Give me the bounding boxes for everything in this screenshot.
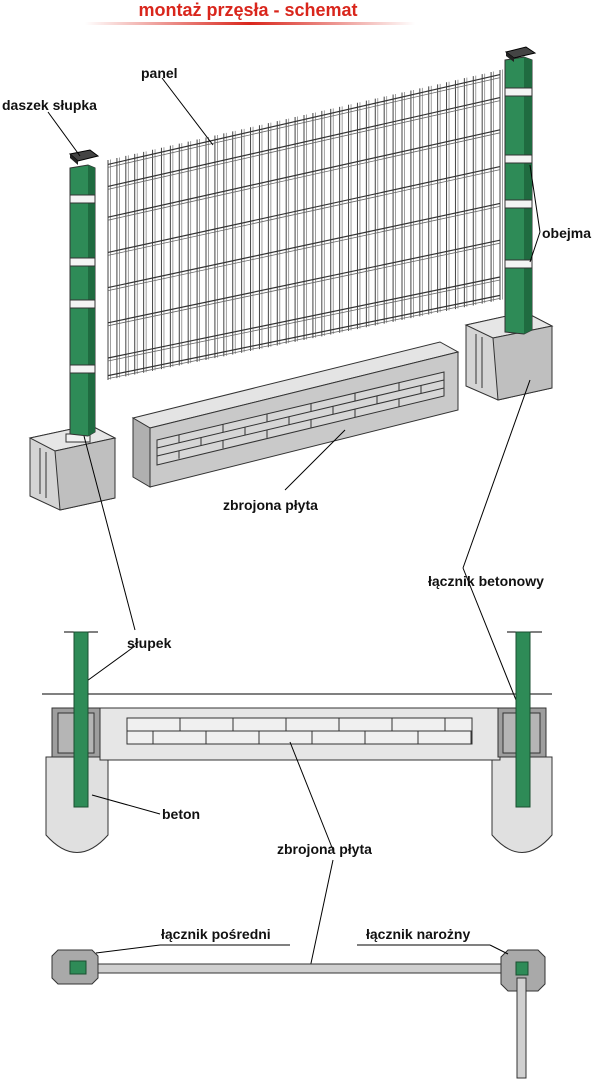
mesh-horizontal-wire-shade (107, 169, 501, 256)
board-front-leader-line (289, 741, 334, 851)
post-leader-line (83, 435, 136, 631)
left-post-clamp (69, 194, 96, 204)
mesh-horizontal-wire (107, 276, 501, 359)
connector-leader-line (462, 379, 531, 569)
right-post (504, 56, 533, 335)
mesh-horizontal-wire-shade (107, 279, 501, 362)
left-post-front (73, 631, 89, 808)
mesh-horizontal-wire-shade (107, 132, 501, 221)
left-post (69, 164, 96, 437)
label-post-cap: daszek słupka (2, 97, 97, 113)
mesh-horizontal-wire (107, 166, 501, 253)
front-view (42, 631, 553, 853)
clamp-leader-line (529, 164, 541, 233)
label-reinforced-board-front: zbrojona płyta (277, 841, 372, 857)
reinforced-board-3d (131, 341, 460, 488)
mesh-horizontal-wire-shade (107, 100, 501, 190)
right-post-cap-side (506, 52, 514, 62)
board-top-view-perpendicular (516, 977, 527, 1079)
right-post-clamp (504, 154, 533, 164)
label-panel: panel (141, 65, 178, 81)
mesh-horizontal-wire (107, 202, 501, 289)
left-concrete-base (28, 424, 117, 511)
left-post-clamp (69, 364, 96, 374)
board-brick-pattern-3d (156, 379, 445, 459)
cap-leader-line (47, 111, 81, 157)
board-leader-line (284, 429, 346, 491)
mesh-horizontal-wire-shade (107, 77, 501, 168)
label-corner-connector: łącznik narożny (366, 926, 470, 942)
label-concrete-connector: łącznik betonowy (428, 573, 544, 589)
right-post-clamp (504, 199, 533, 209)
board-top-view (89, 963, 516, 974)
label-clamp: obejma (542, 225, 591, 241)
left-post-cap-side (70, 154, 78, 165)
intermediate-post-section (69, 960, 87, 975)
brick-row-line (156, 387, 445, 457)
concrete-leader-line (91, 794, 161, 815)
right-post-clamp (504, 87, 533, 97)
mesh-horizontal-wire (107, 129, 501, 218)
label-concrete: beton (162, 806, 200, 822)
board-top-view-leader-line (309, 859, 334, 969)
left-post-clamp (69, 257, 96, 267)
panel-leader-line (161, 77, 214, 146)
label-intermediate-connector: łącznik pośredni (161, 926, 271, 942)
right-concrete-base (464, 311, 554, 401)
post-leader-line-2 (79, 645, 136, 687)
right-post-cap (504, 46, 537, 59)
board-brick-pattern-front (127, 718, 472, 744)
brick-row-line (156, 379, 445, 449)
mesh-horizontal-wire-shade (107, 206, 501, 291)
mesh-horizontal-wire (107, 74, 501, 165)
corner-post-section (515, 961, 529, 976)
clamp-leader-line-2 (529, 231, 541, 263)
label-post: słupek (127, 635, 172, 651)
right-post-front (515, 631, 531, 808)
diagram-title: montaż przęsła - schemat (138, 0, 357, 20)
left-post-clamp (69, 299, 96, 309)
mesh-horizontal-wire (107, 97, 501, 187)
mesh-horizontal-wire-shade (107, 298, 501, 379)
label-reinforced-board: zbrojona płyta (223, 497, 318, 513)
corner-leader-line (489, 944, 509, 955)
title-underline (85, 22, 415, 25)
mesh-horizontal-wire (107, 294, 501, 377)
mesh-horizontal-wire-shade (107, 242, 501, 327)
right-post-clamp (504, 259, 533, 269)
fence-panel-mesh (107, 69, 503, 380)
intermediate-leader-line (95, 944, 161, 954)
mesh-horizontal-wire (107, 239, 501, 324)
connector-leader-line-2 (462, 567, 521, 711)
top-view (51, 949, 546, 1079)
